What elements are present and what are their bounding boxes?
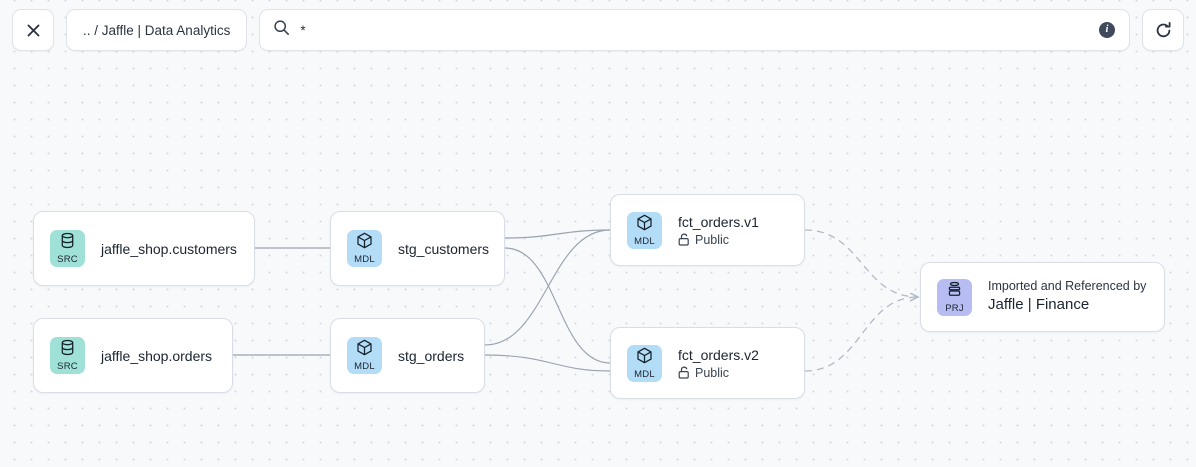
node-visibility-label: Public	[695, 232, 730, 247]
graph-node-jaffle_finance[interactable]: PRJ Imported and Referenced by Jaffle | Fi…	[920, 262, 1165, 332]
node-type-label: MDL	[354, 361, 375, 373]
node-type-badge-prj: PRJ	[937, 278, 972, 316]
node-title: fct_orders.v1	[678, 213, 759, 230]
edge-stg_orders-to-fct_orders_v2	[484, 354, 611, 372]
search-input[interactable]	[300, 10, 1089, 50]
node-type-badge-mdl: MDL	[627, 344, 662, 382]
graph-node-jaffle_shop_orders[interactable]: SRC jaffle_shop.orders	[33, 318, 233, 393]
toolbar: .. / Jaffle | Data Analytics i	[0, 0, 1196, 60]
node-text: Imported and Referenced by Jaffle | Finan…	[988, 279, 1146, 315]
node-visibility: Public	[678, 233, 759, 247]
node-type-badge-src: SRC	[50, 337, 85, 374]
breadcrumb[interactable]: .. / Jaffle | Data Analytics	[66, 9, 248, 51]
node-type-badge-mdl: MDL	[347, 337, 382, 374]
unlock-icon	[678, 233, 690, 246]
node-title: jaffle_shop.orders	[101, 347, 213, 364]
refresh-icon	[1154, 21, 1173, 40]
close-button[interactable]	[12, 9, 54, 51]
node-type-badge-mdl: MDL	[627, 211, 662, 249]
cube-icon	[356, 339, 373, 361]
refresh-button[interactable]	[1142, 9, 1184, 51]
node-text: jaffle_shop.customers	[101, 241, 237, 257]
node-title: jaffle_shop.customers	[101, 240, 237, 257]
graph-node-stg_orders[interactable]: MDL stg_orders	[330, 318, 485, 393]
node-type-label: MDL	[634, 368, 655, 380]
cube-icon	[356, 232, 373, 254]
info-icon[interactable]: i	[1099, 22, 1115, 38]
info-icon-label: i	[1105, 23, 1109, 35]
node-visibility: Public	[678, 366, 759, 380]
node-type-label: SRC	[57, 361, 78, 373]
node-type-label: PRJ	[945, 302, 964, 314]
node-type-label: SRC	[57, 254, 78, 266]
node-type-badge-src: SRC	[50, 230, 85, 267]
search-icon	[273, 19, 290, 41]
edge-fct_orders_v1-to-jaffle_finance	[804, 229, 918, 297]
cube-icon	[636, 214, 653, 236]
close-icon	[26, 23, 41, 38]
cube-icon	[636, 347, 653, 369]
node-type-badge-mdl: MDL	[347, 230, 382, 267]
node-type-label: MDL	[634, 235, 655, 247]
node-overline: Imported and Referenced by	[988, 278, 1147, 293]
database-icon	[59, 339, 76, 361]
search-field[interactable]: i	[259, 9, 1130, 51]
node-text: stg_orders	[398, 348, 464, 364]
node-title: stg_customers	[398, 240, 490, 257]
stack-icon	[946, 281, 963, 303]
node-visibility-label: Public	[695, 365, 730, 380]
node-type-label: MDL	[354, 254, 375, 266]
edge-fct_orders_v2-to-jaffle_finance	[804, 297, 918, 372]
edge-stg_customers-to-fct_orders_v1	[504, 229, 611, 239]
breadcrumb-label: .. / Jaffle | Data Analytics	[83, 22, 231, 38]
node-title: fct_orders.v2	[678, 346, 759, 363]
node-text: jaffle_shop.orders	[101, 348, 212, 364]
node-main-label: Jaffle | Finance	[988, 296, 1090, 314]
edge-stg_customers-to-fct_orders_v2	[504, 247, 611, 364]
node-text: stg_customers	[398, 240, 490, 257]
node-title: stg_orders	[398, 347, 465, 364]
unlock-icon	[678, 366, 690, 379]
database-icon	[59, 232, 76, 254]
graph-node-stg_customers[interactable]: MDL stg_customers	[330, 211, 505, 286]
graph-node-jaffle_shop_customers[interactable]: SRC jaffle_shop.customers	[33, 211, 255, 286]
